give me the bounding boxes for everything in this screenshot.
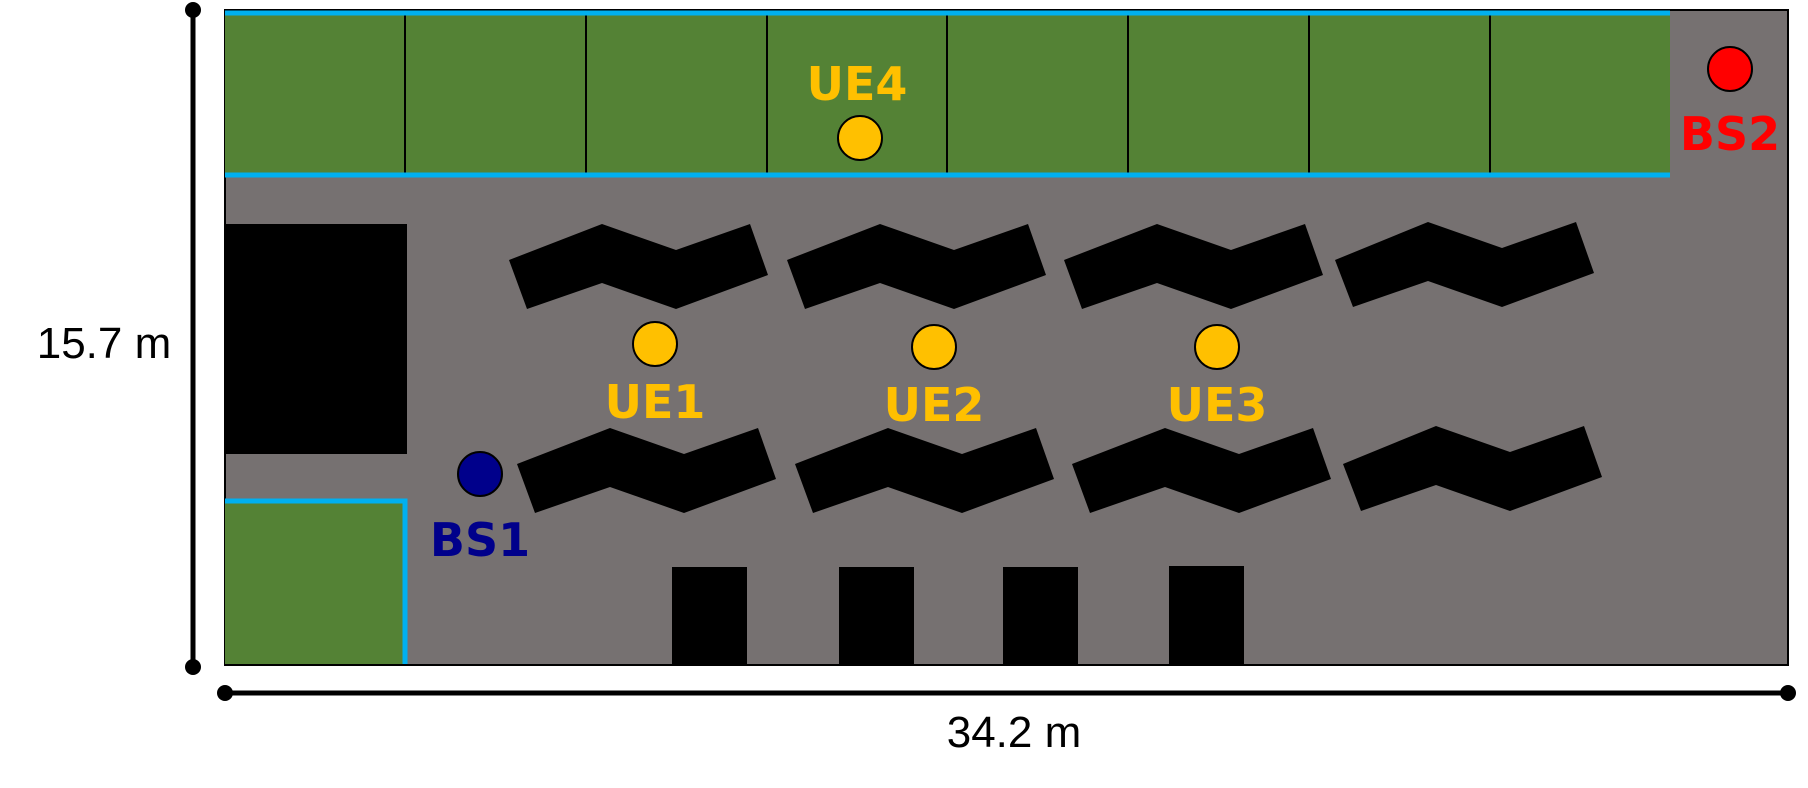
bs1-marker — [457, 451, 503, 497]
ue1-label: UE1 — [605, 375, 706, 429]
lower-desk-row — [517, 426, 1602, 513]
ue1-marker — [632, 321, 678, 367]
desk — [509, 224, 768, 309]
bottom-block — [672, 567, 747, 664]
bs2-marker — [1707, 46, 1753, 92]
bottom-block — [1169, 566, 1244, 664]
desk — [1064, 224, 1323, 309]
bottom-left-room — [225, 501, 405, 664]
desk — [795, 428, 1054, 513]
upper-desk-row — [509, 222, 1594, 309]
desk — [1335, 222, 1594, 307]
height-dimension — [185, 2, 201, 675]
ue3-label: UE3 — [1167, 378, 1268, 432]
ue2-label: UE2 — [884, 378, 985, 432]
desk — [1343, 426, 1602, 511]
width-label: 34.2 m — [947, 708, 1082, 757]
ue4-marker — [837, 115, 883, 161]
bottom-left-room-wall — [225, 498, 408, 664]
desk — [517, 428, 776, 513]
top-room-dividers — [404, 12, 1491, 175]
bottom-block — [839, 567, 914, 664]
desk — [1072, 428, 1331, 513]
height-label: 15.7 m — [37, 319, 172, 368]
width-dimension — [217, 685, 1796, 701]
ue4-label: UE4 — [807, 57, 908, 111]
left-obstacle — [225, 224, 407, 454]
ue2-marker — [911, 324, 957, 370]
bs1-label: BS1 — [430, 513, 530, 567]
bs2-label: BS2 — [1680, 107, 1780, 161]
bottom-block — [1003, 567, 1078, 664]
desk — [787, 224, 1046, 309]
bottom-blocks — [672, 566, 1244, 664]
ue3-marker — [1194, 324, 1240, 370]
